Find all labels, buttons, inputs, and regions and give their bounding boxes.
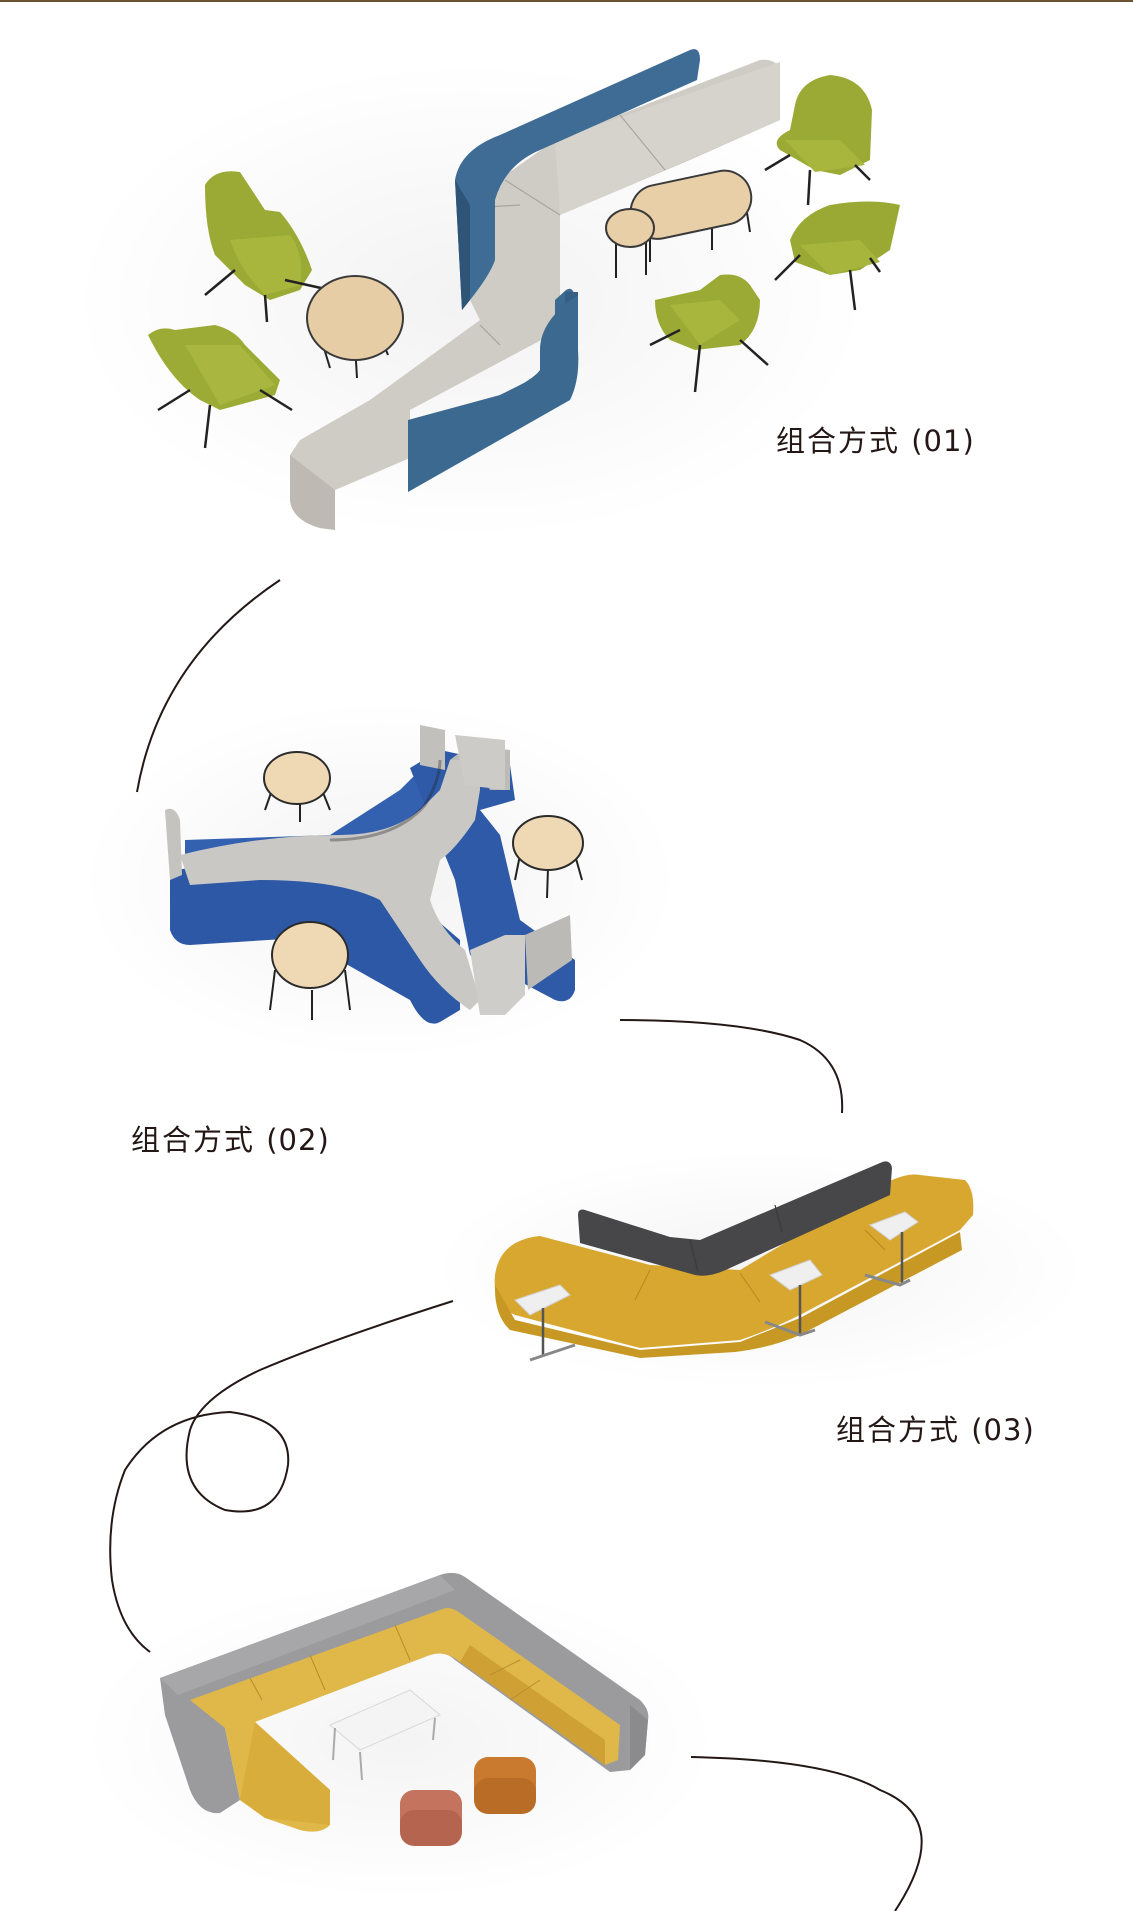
white-side-table (864, 1211, 919, 1287)
decorative-connector-curve (619, 1019, 844, 1114)
decorative-connector-curve (136, 579, 281, 793)
configuration-01-caption: 组合方式 (01) (776, 418, 975, 460)
caption-number: (03) (971, 1413, 1035, 1447)
green-lounge-chair (764, 75, 872, 206)
dark-grey-backrest (578, 1161, 892, 1276)
top-divider-rule (0, 0, 1133, 2)
configuration-03-caption: 组合方式 (03) (836, 1407, 1035, 1449)
round-wood-side-table (512, 815, 584, 899)
round-wood-coffee-table (306, 275, 404, 379)
green-lounge-chair (649, 274, 769, 393)
white-coffee-table (329, 1689, 441, 1781)
green-lounge-chair (148, 325, 293, 449)
decorative-connector-curve (690, 1756, 923, 1911)
green-lounge-chair (204, 171, 331, 323)
round-wood-side-table (263, 751, 331, 822)
blue-backrest-panels (408, 49, 700, 492)
l-shaped-mustard-bench (494, 1174, 974, 1358)
orange-ottoman (474, 1757, 536, 1814)
caption-label: 组合方式 (836, 1413, 961, 1447)
caption-label: 组合方式 (131, 1123, 256, 1157)
white-side-table (764, 1259, 823, 1337)
terracotta-ottoman (400, 1790, 462, 1846)
decorative-connector-curve (109, 1300, 454, 1653)
white-side-table (514, 1284, 576, 1362)
configuration-02-caption: 组合方式 (02) (131, 1117, 330, 1159)
s-shaped-bench-sofa (290, 59, 780, 530)
configuration-01-illustration (70, 49, 900, 540)
round-wood-side-table (269, 921, 351, 1020)
green-lounge-chair (774, 201, 900, 311)
configuration-04-illustration (80, 1572, 720, 1900)
configuration-03-illustration (430, 1150, 1090, 1390)
u-shaped-mustard-sofa (160, 1572, 649, 1832)
caption-number: (01) (911, 424, 975, 458)
small-round-side-table (605, 208, 655, 278)
configuration-02-illustration (80, 700, 680, 1060)
caption-label: 组合方式 (776, 424, 901, 458)
caption-number: (02) (266, 1123, 330, 1157)
